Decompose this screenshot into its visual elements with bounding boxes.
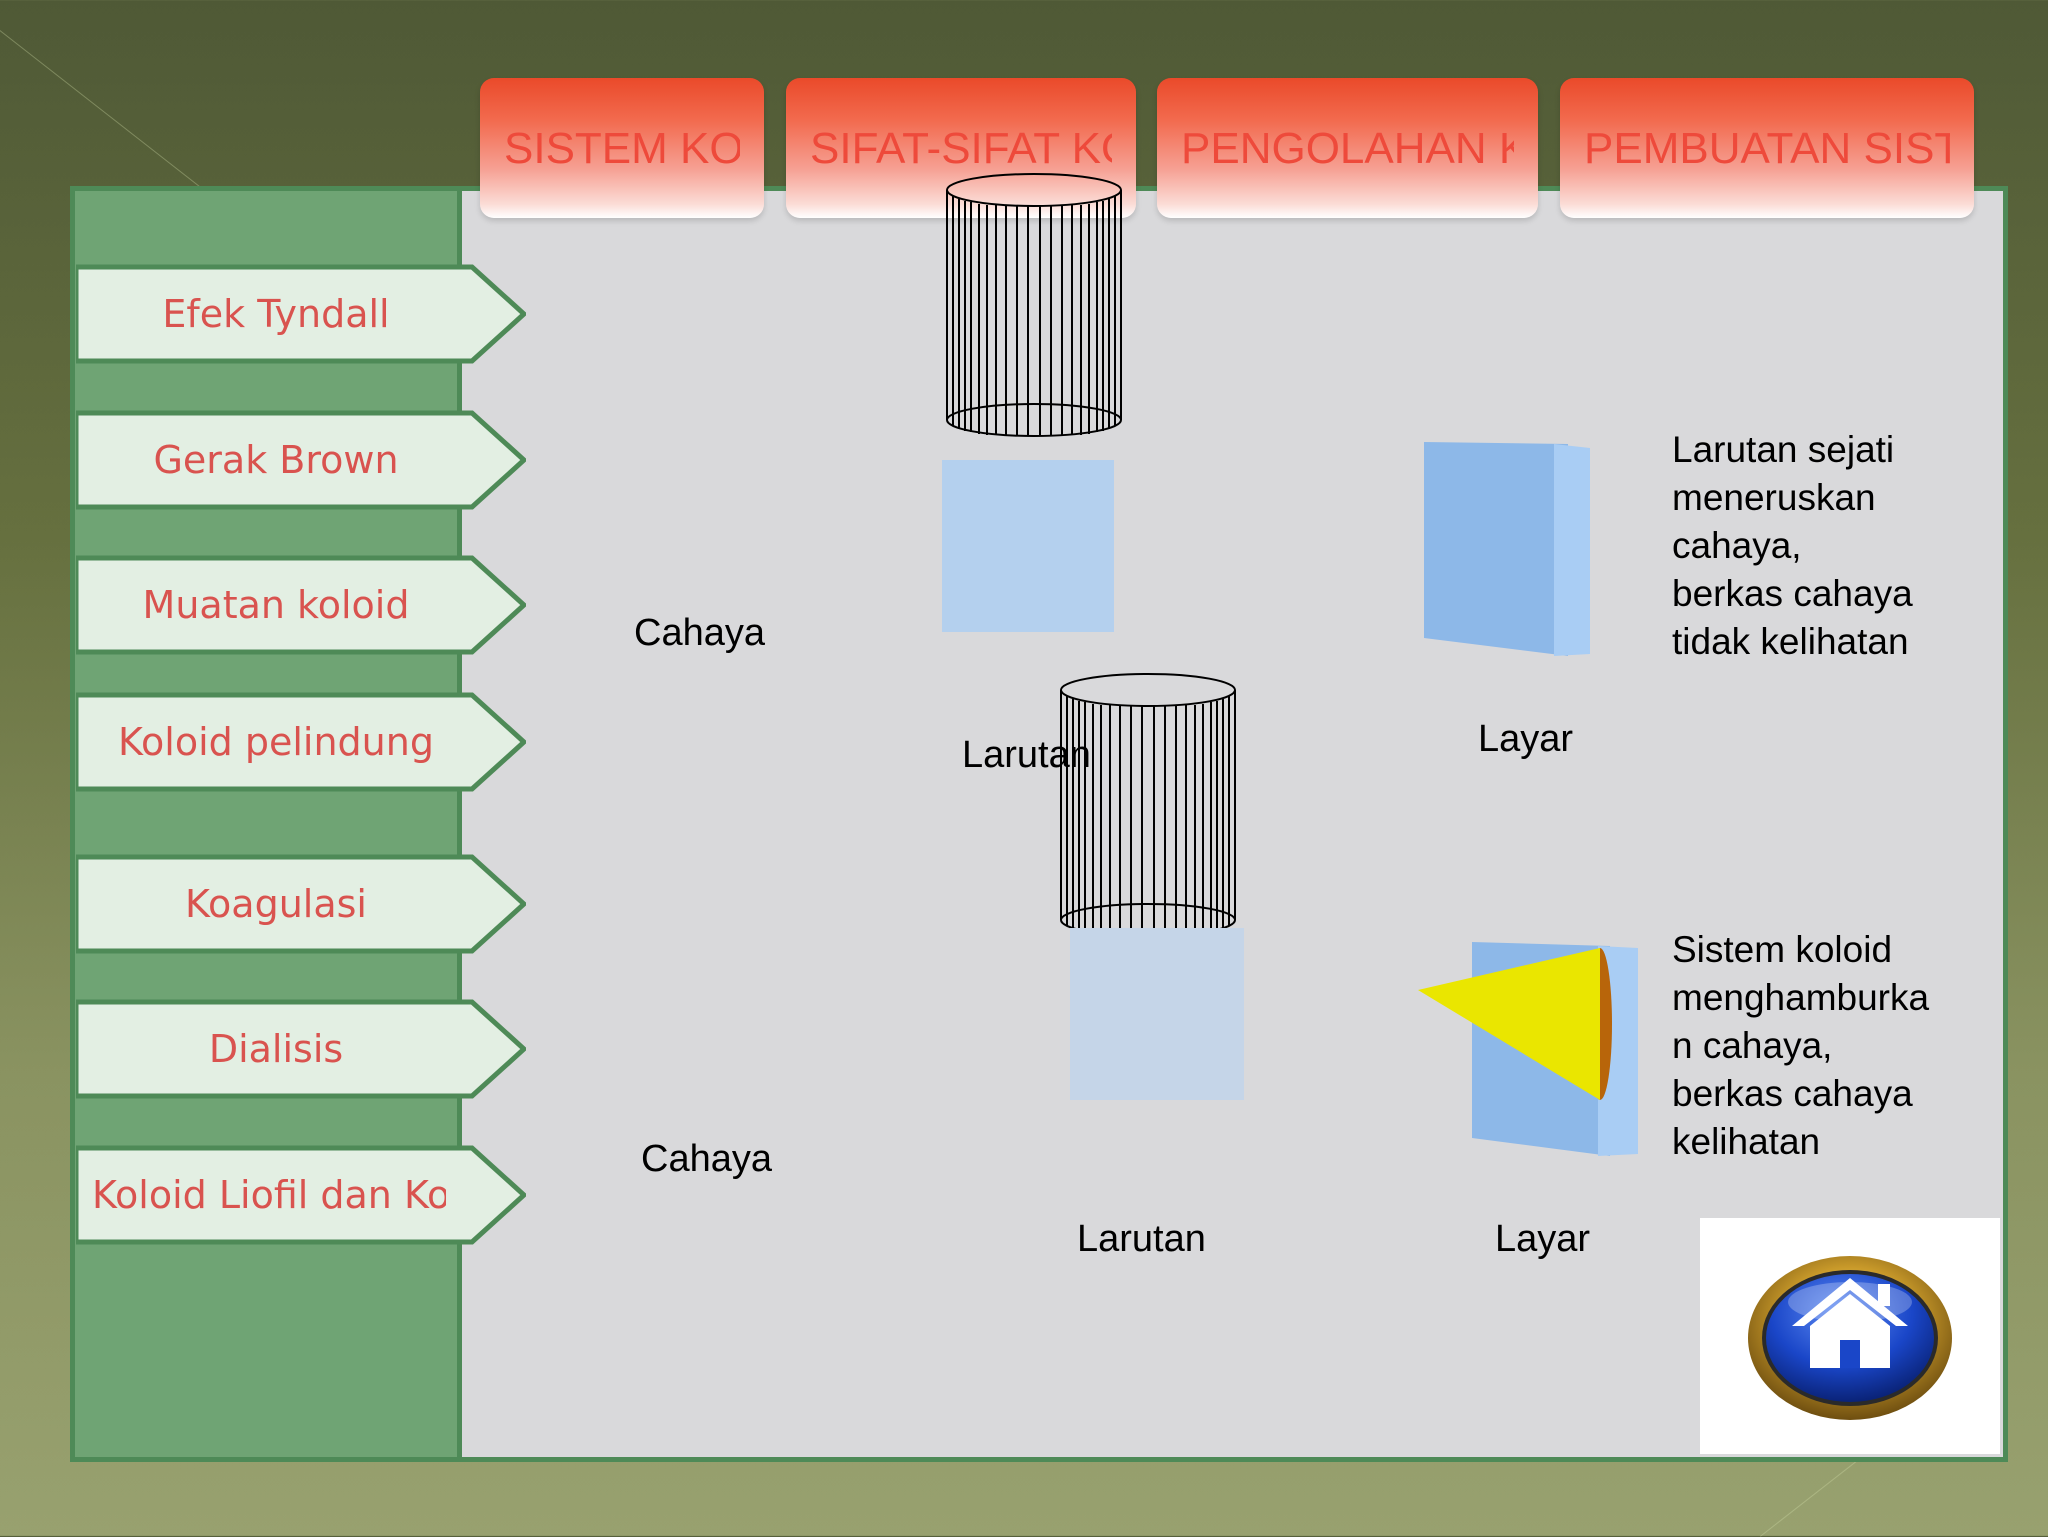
home-button[interactable]	[1700, 1218, 2000, 1454]
light-beam	[1418, 948, 1600, 1100]
beaker-bottom	[1060, 673, 1236, 937]
sidebar-item-koloid-pelindung[interactable]: Koloid pelindung	[76, 690, 526, 794]
sidebar-item-label: Dialisis	[208, 1027, 344, 1071]
screen-top	[1424, 442, 1590, 656]
sidebar-item-label: Koagulasi	[185, 882, 367, 926]
tab-pembuatan-sistem-koloid[interactable]: PEMBUATAN SISTEM KOLOID	[1560, 78, 1974, 218]
sidebar-item-gerak-brown[interactable]: Gerak Brown	[76, 408, 526, 512]
tab-sistem-koloid[interactable]: SISTEM KOLOID	[480, 78, 764, 218]
sidebar-item-label: Efek Tyndall	[162, 292, 390, 336]
solution-label-top: Larutan	[962, 734, 1091, 776]
sidebar-item-efek-tyndall[interactable]: Efek Tyndall	[76, 262, 526, 366]
sidebar-item-label: Koloid Liofil dan Koloid Liofob	[92, 1173, 446, 1217]
tab-label: SIFAT-SIFAT KOLOID	[810, 124, 1112, 173]
tab-label: PEMBUATAN SISTEM KOLOID	[1584, 124, 1950, 173]
solution-box-top	[942, 460, 1114, 632]
light-label-top: Cahaya	[634, 612, 765, 654]
tab-pengolahan-koloid[interactable]: PENGOLAHAN KOLOID	[1157, 78, 1538, 218]
screen-label-bottom: Layar	[1495, 1218, 1591, 1260]
tab-label: SISTEM KOLOID	[504, 124, 740, 173]
sidebar-item-label: Koloid pelindung	[118, 720, 434, 764]
sidebar-item-dialisis[interactable]: Dialisis	[76, 997, 526, 1101]
tab-label: PENGOLAHAN KOLOID	[1181, 124, 1514, 173]
tab-sifat-sifat-koloid[interactable]: SIFAT-SIFAT KOLOID	[786, 78, 1136, 218]
sidebar-item-koagulasi[interactable]: Koagulasi	[76, 852, 526, 956]
sidebar	[70, 186, 462, 1462]
sidebar-item-label: Muatan koloid	[142, 583, 410, 627]
sidebar-item-label: Gerak Brown	[153, 438, 399, 482]
sidebar-item-koloid-liofil-liofob[interactable]: Koloid Liofil dan Koloid Liofob	[76, 1143, 526, 1247]
screen-label-top: Layar	[1478, 718, 1574, 760]
solution-box-bottom	[1070, 928, 1244, 1100]
description-top: Larutan sejati meneruskan cahaya, berkas…	[1672, 429, 1913, 662]
solution-label-bottom: Larutan	[1077, 1218, 1206, 1260]
description-bottom: Sistem koloid menghamburka n cahaya, ber…	[1672, 929, 1930, 1162]
beaker-top	[946, 173, 1122, 437]
screen-bottom	[1418, 942, 1638, 1156]
light-label-bottom: Cahaya	[641, 1138, 772, 1180]
sidebar-item-muatan-koloid[interactable]: Muatan koloid	[76, 553, 526, 657]
home-icon	[1748, 1256, 1952, 1420]
